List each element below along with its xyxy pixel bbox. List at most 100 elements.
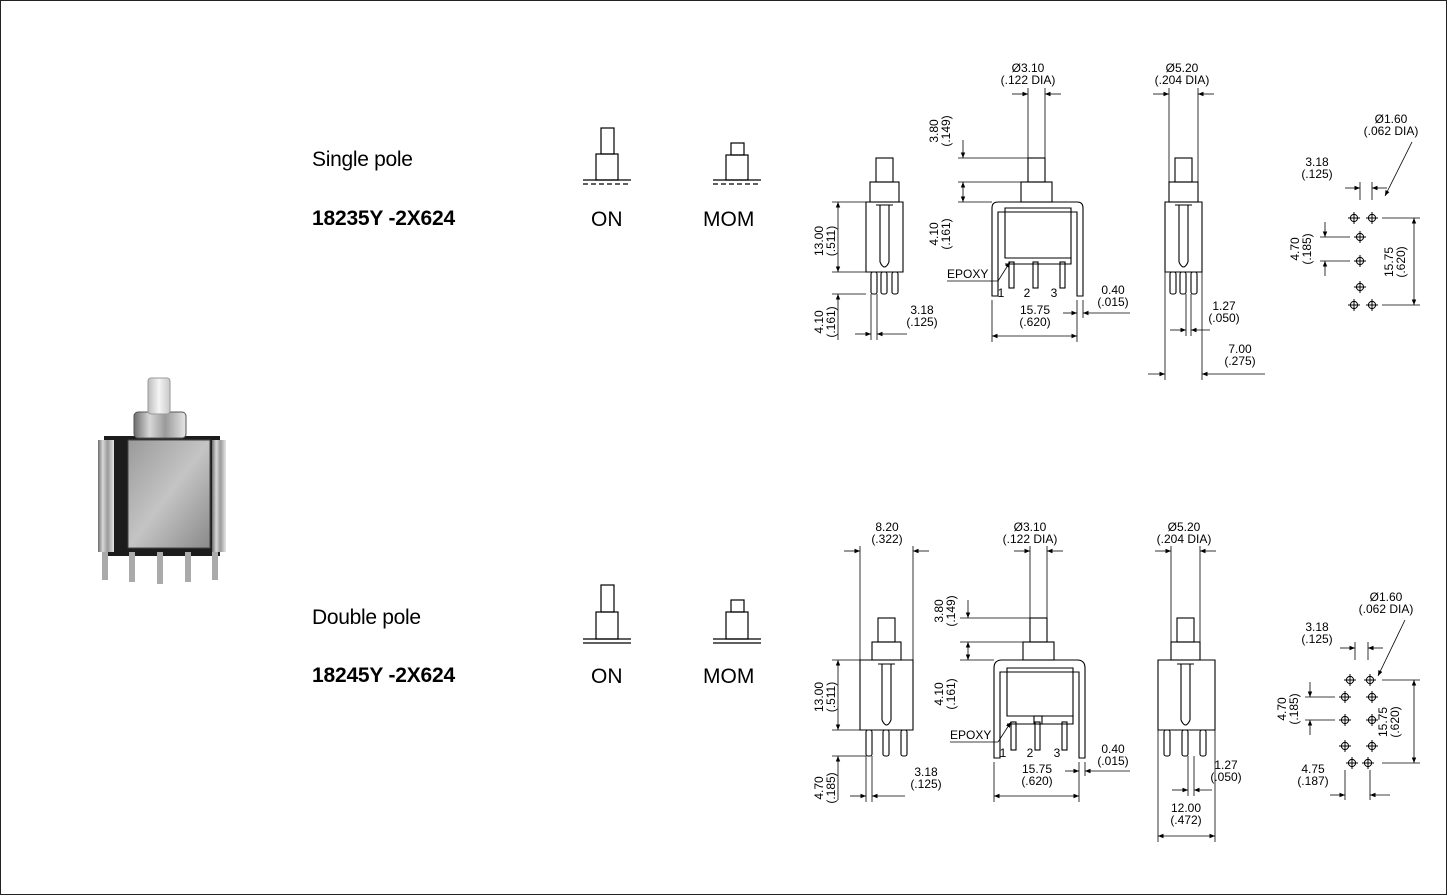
double-pole-part-number: 18245Y -2X624 [312, 664, 455, 687]
d-fp-len-in: (.620) [1388, 706, 1402, 737]
footprint-hole [1348, 212, 1360, 224]
s-travel-in: (.149) [939, 115, 953, 146]
d-fp-col: 4.75 [1301, 762, 1325, 776]
single-side-dims [832, 201, 907, 340]
double-pole-label: Double pole [312, 606, 421, 629]
s-fp-len: 15.75 [1382, 247, 1396, 277]
d-pin-pitch-in: (.125) [910, 777, 941, 791]
s-depth-in: (.275) [1224, 354, 1255, 368]
d-top-width-in: (.322) [871, 532, 902, 546]
s-shaft-dia: Ø3.10 [1012, 61, 1045, 75]
d-fp-pitch: 3.18 [1305, 620, 1329, 634]
double-on-icon [583, 584, 631, 644]
double-front-dims [950, 546, 1130, 802]
footprint-hole [1346, 757, 1358, 769]
single-mom-icon [713, 142, 761, 185]
footprint-hole [1354, 255, 1366, 267]
d-width: 15.75 [1022, 762, 1052, 776]
d-fp-row: 4.70 [1275, 697, 1289, 721]
d-lead: 1.27 [1214, 758, 1238, 772]
footprint-hole [1366, 714, 1378, 726]
d-depth-in: (.472) [1170, 813, 1201, 827]
d-stem-in: (.161) [944, 678, 958, 709]
single-pole-label: Single pole [312, 148, 413, 171]
footprint-hole [1364, 674, 1376, 686]
s-body-dia: Ø5.20 [1166, 61, 1199, 75]
single-footprint-dims [1320, 141, 1420, 306]
single-right-dims [1148, 88, 1265, 380]
double-right-dims [1155, 546, 1216, 842]
single-front-dims [947, 88, 1130, 342]
d-body-dia: Ø5.20 [1168, 520, 1201, 534]
s-fp-len-in: (.620) [1394, 246, 1408, 277]
double-footprint [1339, 674, 1378, 769]
s-pinlen-in: (.161) [824, 306, 838, 337]
double-mom-label: MOM [703, 665, 755, 688]
d-pin-pitch: 3.18 [914, 765, 938, 779]
s-pin3: 3 [1051, 286, 1058, 300]
footprint-hole [1339, 714, 1351, 726]
s-stem: 4.10 [927, 222, 941, 246]
s-travel: 3.80 [927, 119, 941, 143]
footprint-hole [1354, 281, 1366, 293]
switch-photo [98, 377, 226, 584]
footprint-hole [1366, 212, 1378, 224]
double-mom-icon [713, 599, 761, 644]
double-side-view [859, 617, 914, 757]
footprint-hole [1344, 674, 1356, 686]
d-width-in: (.620) [1021, 774, 1052, 788]
s-shaft-dia-in: (.122 DIA) [1001, 73, 1056, 87]
s-thick-in: (.015) [1097, 295, 1128, 309]
d-travel-in: (.149) [944, 595, 958, 626]
d-shaft-dia-in: (.122 DIA) [1003, 532, 1058, 546]
s-pin1: 1 [998, 286, 1005, 300]
d-fp-len: 15.75 [1376, 707, 1390, 737]
double-footprint-dims [1305, 619, 1420, 800]
s-lead-in: (.050) [1208, 311, 1239, 325]
d-pin3: 3 [1054, 746, 1061, 760]
s-thick: 0.40 [1101, 283, 1125, 297]
d-thick-in: (.015) [1097, 754, 1128, 768]
footprint-hole [1339, 691, 1351, 703]
d-hole-dia: Ø1.60 [1370, 590, 1403, 604]
single-side-view [865, 157, 904, 295]
d-height: 13.00 [812, 682, 826, 712]
d-pin-len-in: (.185) [824, 772, 838, 803]
s-height-dim: 13.00 [812, 226, 826, 256]
double-side-dims [832, 546, 929, 802]
s-pitch-in: (.125) [906, 315, 937, 329]
single-right-view [1164, 157, 1203, 295]
d-depth: 12.00 [1171, 801, 1201, 815]
s-stem-in: (.161) [939, 218, 953, 249]
s-lead: 1.27 [1212, 299, 1236, 313]
double-right-view [1157, 617, 1216, 757]
s-pin2: 2 [1024, 286, 1031, 300]
s-pinlen-dim: 4.10 [812, 310, 826, 334]
footprint-hole [1354, 231, 1366, 243]
d-fp-pitch-in: (.125) [1301, 632, 1332, 646]
d-hole-dia-in: (.062 DIA) [1359, 602, 1414, 616]
s-width-in: (.620) [1019, 315, 1050, 329]
single-front-view [991, 157, 1084, 297]
footprint-hole [1366, 299, 1378, 311]
footprint-hole [1366, 691, 1378, 703]
footprint-hole [1366, 740, 1378, 752]
footprint-hole [1339, 740, 1351, 752]
d-stem: 4.10 [932, 682, 946, 706]
s-pitch-dim: 3.18 [910, 303, 934, 317]
s-hole-dia: Ø1.60 [1375, 112, 1408, 126]
d-epoxy: EPOXY [950, 728, 991, 742]
d-pin2: 2 [1027, 746, 1034, 760]
s-fp-row-in: (.185) [1300, 233, 1314, 264]
d-body-dia-in: (.204 DIA) [1157, 532, 1212, 546]
d-fp-row-in: (.185) [1287, 693, 1301, 724]
single-mom-label: MOM [703, 208, 755, 231]
s-width: 15.75 [1020, 303, 1050, 317]
d-lead-in: (.050) [1210, 770, 1241, 784]
single-footprint [1348, 212, 1378, 311]
d-top-width: 8.20 [875, 520, 899, 534]
d-pin-len: 4.70 [812, 776, 826, 800]
s-fp-pitch-in: (.125) [1301, 167, 1332, 181]
d-pin1: 1 [1000, 746, 1007, 760]
